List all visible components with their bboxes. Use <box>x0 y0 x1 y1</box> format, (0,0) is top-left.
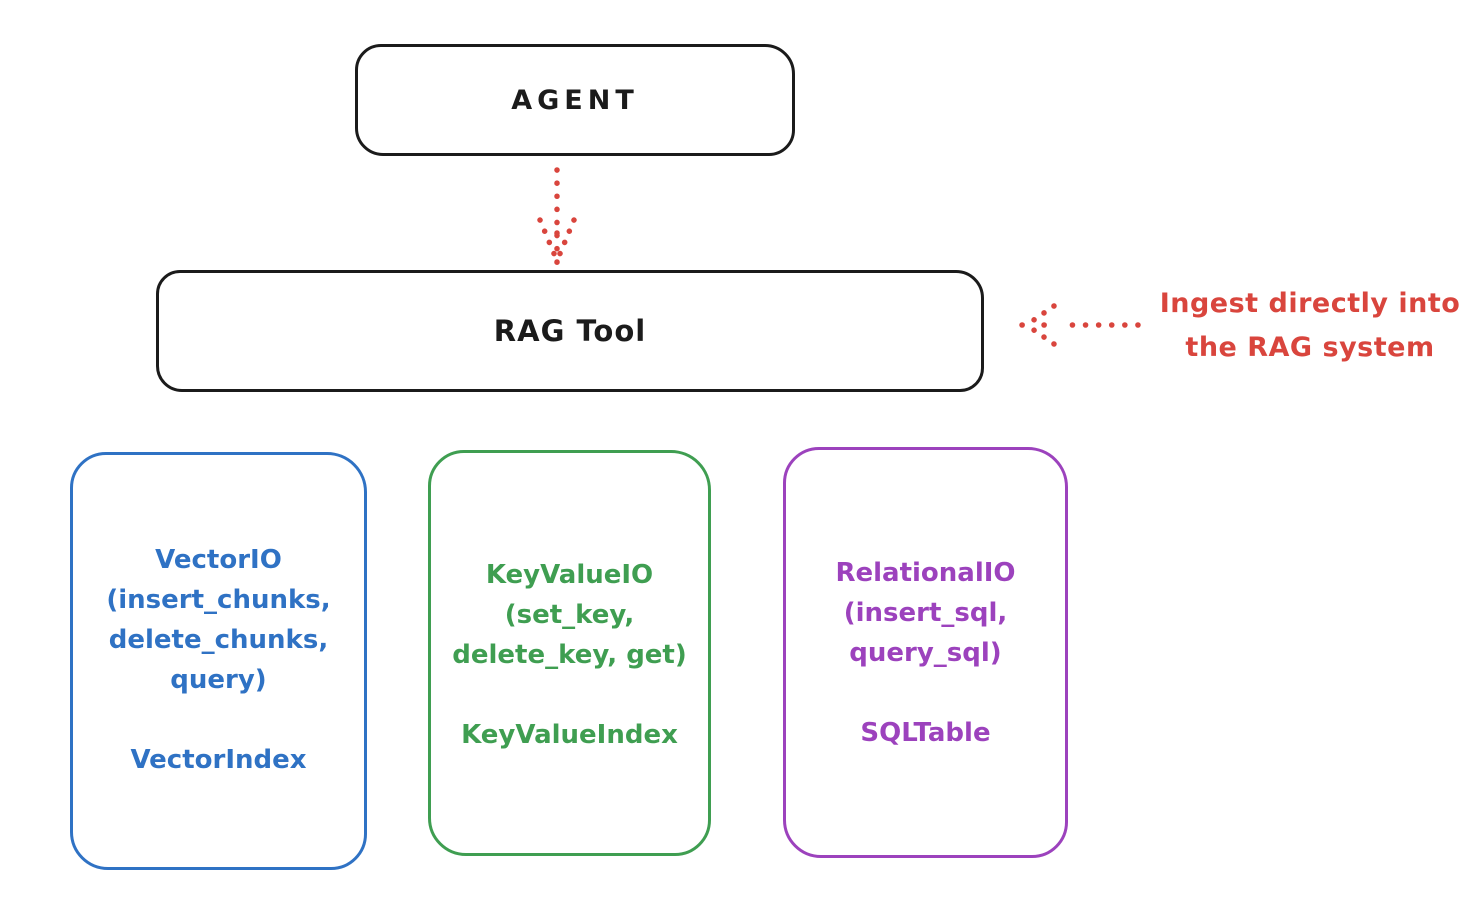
vector-io-line-2: (insert_chunks, <box>106 585 331 615</box>
vector-io-node: VectorIO (insert_chunks, delete_chunks, … <box>70 452 367 870</box>
ingest-annotation-line-2: the RAG system <box>1185 332 1435 363</box>
relational-io-line-1: RelationalIO <box>835 558 1016 588</box>
key-value-io-line-2: (set_key, <box>504 600 635 630</box>
rag-tool-label: RAG Tool <box>493 314 647 348</box>
vector-index-label: VectorIndex <box>130 745 307 775</box>
rag-tool-node: RAG Tool <box>156 270 984 392</box>
dotted-arrow-left-ingest-to-rag <box>1019 303 1141 347</box>
agent-label: AGENT <box>511 84 639 116</box>
dotted-arrow-down-agent-to-rag <box>537 167 577 265</box>
sql-table-label: SQLTable <box>860 718 991 748</box>
ingest-annotation-line-1: Ingest directly into <box>1159 288 1461 319</box>
key-value-io-line-1: KeyValueIO <box>485 560 654 590</box>
ingest-annotation: Ingest directly into the RAG system <box>1140 282 1480 370</box>
agent-node: AGENT <box>355 44 795 156</box>
key-value-io-line-3: delete_key, get) <box>452 640 687 670</box>
vector-io-line-4: query) <box>170 665 267 695</box>
relational-io-node: RelationalIO (insert_sql, query_sql) SQL… <box>783 447 1068 858</box>
key-value-io-node: KeyValueIO (set_key, delete_key, get) Ke… <box>428 450 711 856</box>
relational-io-line-2: (insert_sql, <box>843 598 1008 628</box>
vector-io-line-1: VectorIO <box>155 545 282 575</box>
key-value-index-label: KeyValueIndex <box>461 720 678 750</box>
vector-io-line-3: delete_chunks, <box>108 625 329 655</box>
relational-io-line-3: query_sql) <box>849 638 1002 668</box>
